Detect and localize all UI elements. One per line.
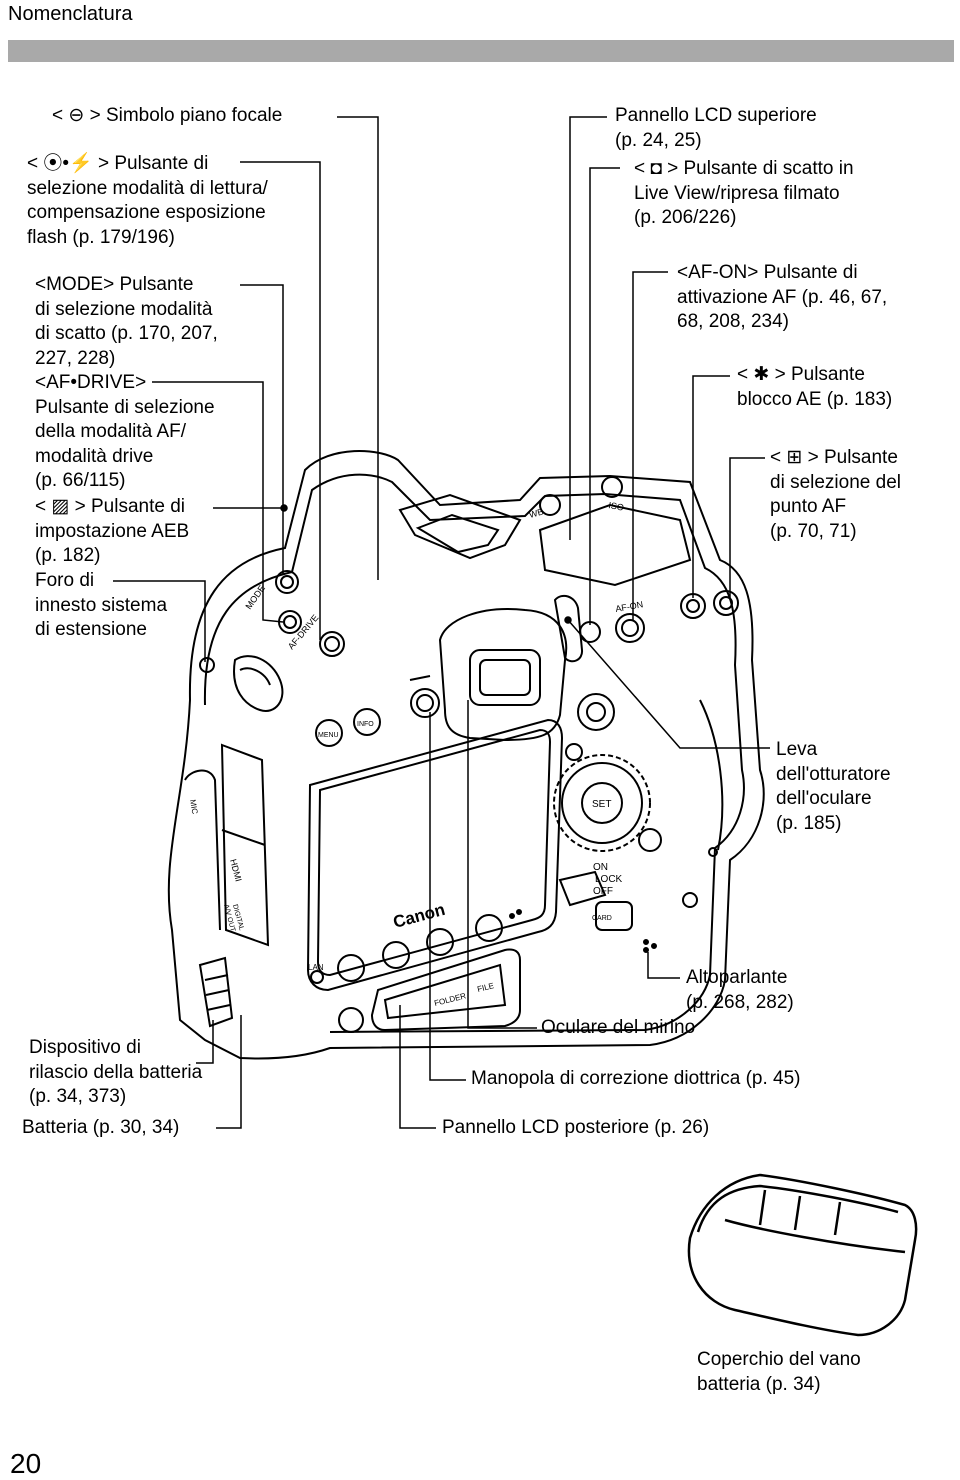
iso-button [601,476,623,498]
marking-folder: FOLDER [433,991,467,1008]
label-mode: <MODE> Pulsante di selezione modalità di… [35,274,218,369]
label-live-view: < ◘ > Pulsante di scatto in Live View/ri… [634,158,854,228]
viewfinder-housing [438,608,568,742]
page-number: 20 [10,1448,42,1479]
metering-button [319,631,345,657]
marking-card: CARD [592,915,612,922]
marking-set: SET [592,799,611,810]
label-speaker: Altoparlante (p. 268, 282) [686,967,794,1013]
label-metering: < ⦿•⚡ > Pulsante di selezione modalità d… [27,153,268,248]
card-slot-cover [595,901,633,931]
section-title-bar [8,40,954,62]
diopter-knob [410,688,440,718]
marking-file: FILE [476,981,495,994]
label-battery-cover: Coperchio del vano batteria (p. 34) [697,1349,861,1395]
lock-switch [558,870,607,907]
label-af-point: < ⊞ > Pulsante di selezione del punto AF… [770,447,901,542]
label-aeb: < ▨ > Pulsante di impostazione AEB (p. 1… [35,496,190,566]
marking-iso: ISO [608,500,625,513]
playback-button [337,954,365,982]
rear-lcd-screen [316,728,552,977]
marking-mic: MIC [188,799,199,815]
marking-on: ON [593,862,608,873]
eyepiece-lever [553,594,584,663]
battery-release [198,956,234,1028]
side-terminal-cover [220,743,270,947]
camera-body-outline [167,450,765,1060]
label-viewfinder: Oculare del mirino [541,1017,696,1038]
delete-button [426,928,454,956]
af-on-button [615,613,645,643]
multi-controller [577,693,615,731]
zoom-button [382,941,410,969]
label-top-lcd: Pannello LCD superiore (p. 24, 25) [615,105,817,151]
label-battery-release: Dispositivo di rilascio della batteria (… [29,1037,203,1107]
marking-brand: Canon [391,900,447,932]
lan-light [310,970,324,984]
top-lcd-panel [538,503,692,587]
label-af-on: <AF-ON> Pulsante di attivazione AF (p. 4… [677,262,888,332]
label-extension: Foro di innesto sistema di estensione [35,570,168,640]
extension-hole [199,657,215,673]
label-battery: Batteria (p. 30, 34) [22,1117,180,1138]
wb-button [539,494,561,516]
camera-body-inner-outline [203,473,745,1033]
menu-button [315,719,343,747]
mode-button [275,570,299,594]
marking-lock: LOCK [595,874,623,885]
label-focal-plane: < ⊖ > Simbolo piano focale [52,105,283,126]
marking-menu: MENU [318,732,339,739]
section-title: Nomenclatura [8,3,133,25]
marking-off: OFF [593,886,613,897]
rate-button [475,914,503,942]
marking-wb: WB [528,507,545,520]
label-rear-lcd: Pannello LCD posteriore (p. 26) [442,1117,710,1138]
marking-hdmi: HDMI [228,858,244,883]
eyepiece [469,649,541,706]
battery-cover-illustration [687,1173,918,1337]
info-button [353,708,381,736]
label-diopter: Manopola di correzione diottrica (p. 45) [471,1068,801,1089]
set-button [581,782,623,824]
marking-info: INFO [357,721,374,728]
af-point-button [713,590,739,616]
marking-af-on: AF-ON [615,599,644,614]
hot-shoe [398,493,522,560]
label-af-drive: <AF•DRIVE> Pulsante di selezione della m… [35,372,215,491]
label-ae-lock: < ✱ > Pulsante blocco AE (p. 183) [737,364,893,410]
marking-lan: LAN [308,963,324,972]
rear-small-lcd [370,948,521,1032]
quick-control-dial [553,754,651,852]
bottom-left-button [338,1007,364,1033]
label-eyepiece-lever: Leva dell'otturatore dell'oculare (p. 18… [776,739,891,834]
